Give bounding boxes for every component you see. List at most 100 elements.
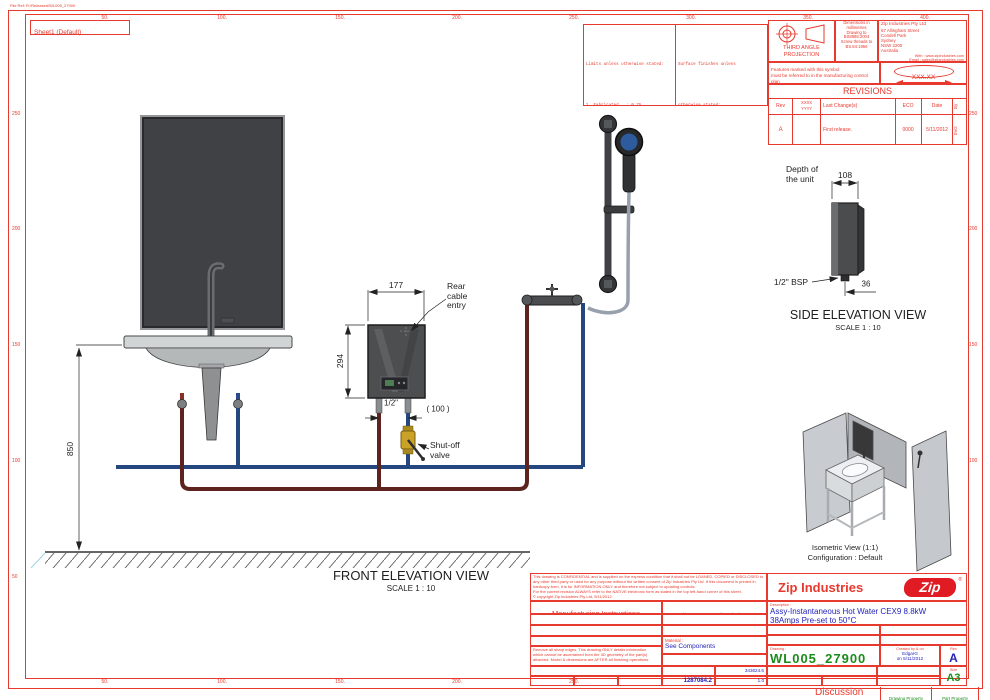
inner-frame [25, 14, 969, 679]
sheet-tab-label: Sheet1 (Default) [34, 29, 82, 36]
ruler-left-100: 100 [12, 458, 21, 464]
density-value: 1.0 [757, 678, 764, 683]
rev-cell: Rev A [940, 645, 967, 666]
address-line: Condell Park [881, 32, 907, 38]
created2-value-2: on 5/11/2012 [896, 656, 924, 661]
rev-col-header: Rev [769, 99, 794, 114]
surface-column: Surface finishes unless otherwise stated… [676, 25, 767, 105]
drawing-property-label: Drawing Property [880, 687, 932, 700]
created2-value-1: EdgarG [902, 651, 918, 656]
projection-label-2: PROJECTION [783, 52, 820, 58]
part-property-text: Part Property [942, 696, 968, 700]
dim-100: ( 100 ) [426, 404, 450, 414]
volume-cell: Volume (cm3) : 1262097.8 [662, 666, 715, 676]
drawing-property-text: Drawing Property [889, 696, 923, 700]
by-col-header: By [953, 103, 959, 110]
zip-logo-reg: ® [958, 577, 962, 583]
model-cell: Model : WL005_27900 [767, 635, 880, 645]
revision-eco: 0000 [896, 115, 922, 144]
dim-108: 108 [837, 170, 853, 180]
part-property-label: Part Property [932, 687, 979, 700]
limit-line: 1. Fabricated : 0.75 [586, 104, 673, 105]
features-note-cell: Features marked with this symbol must be… [768, 62, 880, 84]
sharp-edges-note: Remove all sharp edges. This drawing ONL… [530, 646, 662, 666]
mass-value: 1287084.2 [683, 678, 712, 684]
ruler-bottom-150: 150. [335, 679, 345, 685]
route-cell: Manufacturing Route : See Components [530, 625, 662, 636]
double-arrow-icon [895, 80, 952, 83]
feature-symbol-cell: XXX.XX [880, 62, 967, 84]
file-ref: File Ref: R:\Released\WL005_27900 [10, 3, 76, 8]
ruler-top-300: 300. [686, 15, 696, 21]
dim-36: 36 [861, 279, 871, 289]
colour-cell: Colour : Colour [877, 666, 940, 676]
ruler-top-150: 150. [335, 15, 345, 21]
ruler-right-200: 200 [969, 226, 978, 232]
revisions-table: REVISIONS Rev XXXX YYYY Last Change(s) E… [768, 84, 967, 145]
limits-column: Limits unless otherwise stated: 1. Fabri… [584, 25, 676, 105]
ruler-left-150: 150 [12, 342, 21, 348]
drawing-number-cell: Drawing : WL005_27900 [767, 645, 880, 666]
ruler-top-200: 200. [452, 15, 462, 21]
company-name: Zip Industries Pty Ltd [881, 22, 927, 27]
comments-cell: Comments : [530, 666, 662, 676]
sharp-note-line: Remove all sharp edges. This drawing ONL… [533, 647, 647, 652]
company-web[interactable]: Web : www.zipindustries.com [914, 53, 964, 58]
area-value: 343624.6 [744, 668, 764, 673]
shutoff-valve-label: Shut-off valve [430, 440, 460, 460]
address-line: 67 Allingham Street [881, 27, 920, 33]
ruler-left-50: 50 [12, 574, 18, 580]
ruler-left-200: 200 [12, 226, 21, 232]
eco-col-header: ECO [896, 99, 922, 114]
ruler-top-400: 400. [920, 15, 930, 21]
size-cell: Size A3 [940, 666, 967, 686]
description-cell: Description : Assy-Instantaneous Hot Wat… [767, 601, 967, 625]
standard-note: Dimensions in millimetres [843, 20, 870, 30]
limits-title: Limits unless otherwise stated: [586, 63, 664, 67]
revision-change: First release. [821, 115, 896, 144]
tolerance-box: Limits unless otherwise stated: 1. Fabri… [583, 24, 768, 106]
front-view-scale: SCALE 1 : 10 [386, 584, 436, 593]
feature-symbol-ellipse: XXX.XX [893, 65, 954, 81]
updated-cell: Updated by : edgarg on 8/11/2012 3:35:30… [662, 625, 767, 636]
address-line: Australia [881, 48, 899, 54]
ruler-bottom-200: 200. [452, 679, 462, 685]
size-value: A3 [946, 672, 961, 684]
mi-header: Manufacturing Instructions [552, 609, 640, 614]
limits-list: 1. Fabricated : 0.752. Sand-Cast : 0.353… [586, 104, 673, 105]
side-view-scale: SCALE 1 : 10 [835, 323, 881, 332]
address-line: NSW 2200 [881, 43, 903, 49]
revision-xxxx [793, 115, 822, 144]
ruler-bottom-100: 100. [217, 679, 227, 685]
ruler-left-250: 250 [12, 111, 21, 117]
rev-value: A [949, 651, 958, 665]
finish-cell: Finish : Finish [662, 654, 767, 666]
depth-of-unit-label: Depth of the unit [786, 164, 819, 184]
description-line-1: Assy-Instantaneous Hot Water CEX9 8.8kW [770, 607, 927, 616]
iso-view-config: Configuration : Default [807, 553, 883, 562]
brand-title: Zip Industries [778, 580, 864, 595]
company-email[interactable]: Email : sales@zipindustries.com [909, 58, 964, 62]
company-cell: Zip Industries Pty Ltd 67 Allingham Stre… [878, 20, 967, 62]
approved-label: Approved by : [665, 612, 692, 613]
description-label: Description : [770, 603, 792, 607]
material-cell: Material : See Components [662, 636, 767, 654]
date-col-header: Date [922, 99, 954, 114]
ruler-top-100: 100. [217, 15, 227, 21]
sheet-tab[interactable]: Sheet1 (Default) [30, 20, 130, 36]
revision-row: A First release. 0000 5/11/2012 EvG [769, 115, 966, 144]
handed-cell: Handed? : No [618, 676, 662, 686]
config-cell: Configuration : Default [880, 625, 967, 635]
status-cell: Status : Production [877, 676, 940, 686]
rev-label: Rev [950, 647, 957, 651]
ruler-bottom-50: 50. [101, 679, 109, 685]
confidential-line: This drawing is CONFIDENTIAL and is supp… [533, 574, 764, 579]
created1-cell: Created by & on : EdgarG on 21/08/2012 [880, 635, 967, 645]
confidential-line: © copyright Zip Industries Pty Ltd, 5/11… [533, 593, 612, 599]
feature-symbol-text: XXX.XX [911, 74, 936, 81]
description-line-2: 38Amps Pre-set to 50°C [770, 616, 857, 625]
